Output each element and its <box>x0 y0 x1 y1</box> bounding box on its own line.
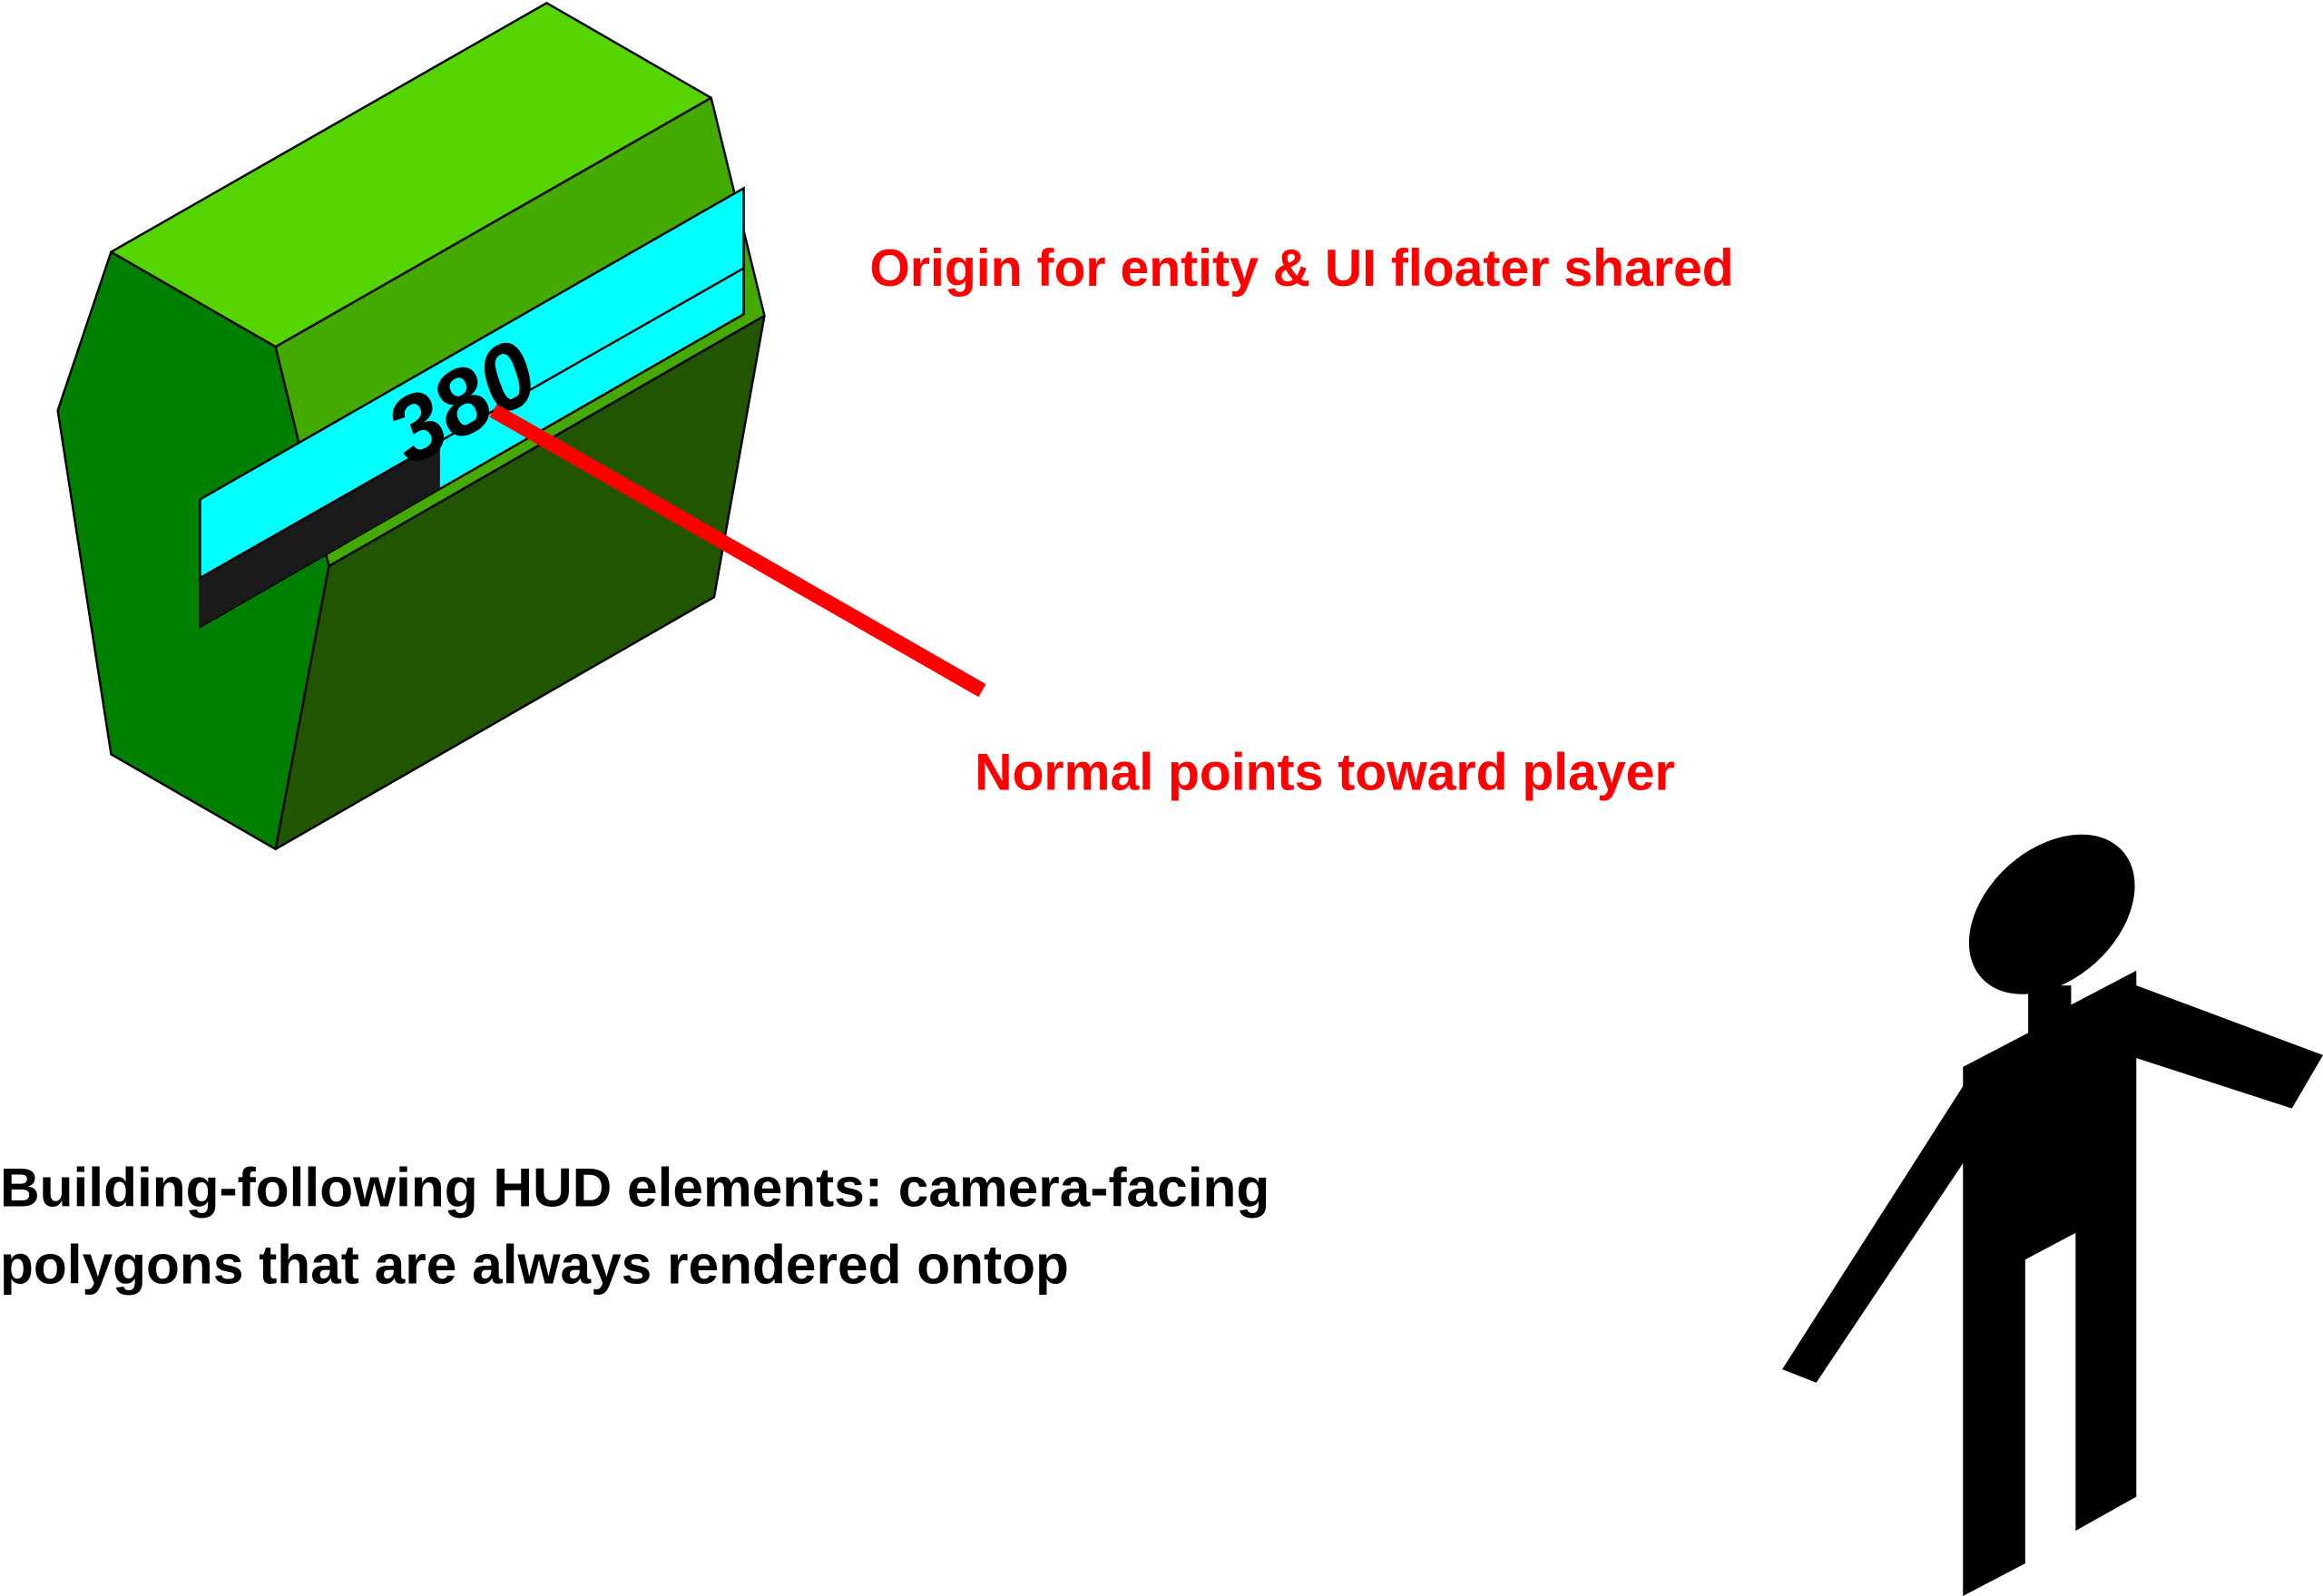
caption-line-1: Building-following HUD elements: camera-… <box>0 1156 1269 1218</box>
building-top-face <box>110 2 712 348</box>
caption-line-2: polygons that are always rendered ontop <box>0 1233 1069 1295</box>
origin-label: Origin for entity & UI floater shared <box>869 240 1733 298</box>
player-icon <box>1782 834 2323 1596</box>
normal-vector <box>489 404 986 698</box>
player-body <box>1782 970 2323 1596</box>
hud-health-bar-empty <box>200 440 440 627</box>
normal-label: Normal points toward player <box>975 744 1674 802</box>
hud-divider <box>199 267 745 580</box>
player-head <box>1968 834 2135 994</box>
